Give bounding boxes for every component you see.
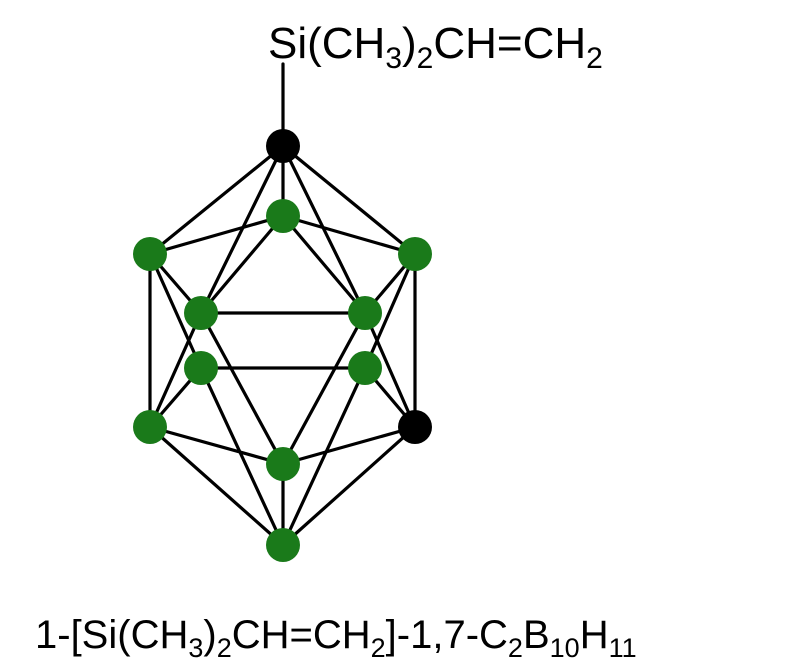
bond-C7-Bb [281, 425, 417, 547]
boron-atom-Bb [266, 528, 300, 562]
boron-atom-Br [398, 237, 432, 271]
carbon-atom-C7 [398, 410, 432, 444]
bond-Bmri-Bbm [281, 311, 367, 466]
bond-C1-Bmri [281, 144, 367, 315]
bond-Bmri-C7 [363, 311, 417, 429]
bond-Bt-Bmli [199, 214, 285, 315]
bond-C7-Bbm [281, 425, 417, 466]
boron-atom-Bmr [348, 351, 382, 385]
bond-Bml-Bb [199, 366, 285, 547]
bond-Bl-Bt [148, 214, 285, 256]
boron-atom-Bll [133, 410, 167, 444]
bond-Bt-Br [281, 214, 417, 256]
boron-atom-Bt [266, 199, 300, 233]
compound-name: 1-[Si(CH3)2CH=CH2]-1,7-C2B10H11 [35, 613, 637, 663]
boron-atom-Bbm [266, 447, 300, 481]
bond-C1-Bl [148, 144, 285, 256]
boron-atom-Bml [184, 351, 218, 385]
bond-Bll-Bb [148, 425, 285, 547]
boron-atom-Bl [133, 237, 167, 271]
boron-atom-Bmli [184, 296, 218, 330]
bond-Bmli-Bbm [199, 311, 285, 466]
bond-Bt-Bmri [281, 214, 367, 315]
cage-atoms [133, 129, 432, 562]
bond-C1-Br [281, 144, 417, 256]
bond-Bll-Bbm [148, 425, 285, 466]
carbon-atom-C1 [266, 129, 300, 163]
bond-Bmli-Bll [148, 311, 203, 429]
bond-C1-Bmli [199, 144, 285, 315]
bond-Br-Bmr [363, 252, 417, 370]
substituent-label: Si(CH3)2CH=CH2 [268, 19, 603, 75]
boron-atom-Bmri [348, 296, 382, 330]
bond-Bmr-Bb [281, 366, 367, 547]
bond-Bl-Bml [148, 252, 203, 370]
